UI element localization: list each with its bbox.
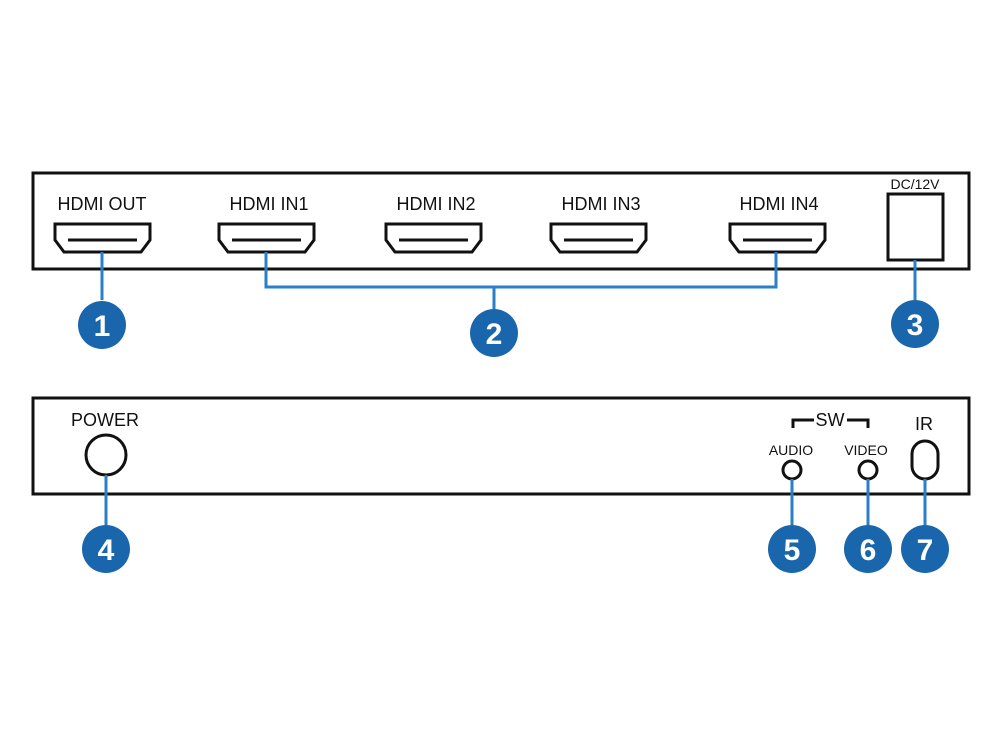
hdmi-in2-label: HDMI IN2 [396,194,475,214]
callout-3-number: 3 [907,309,924,342]
callout-5-number: 5 [784,534,801,567]
callout-2: 2 [470,309,518,357]
hdmi-in2-port [384,222,483,254]
ir-label: IR [915,414,933,434]
hdmi-in3-label: HDMI IN3 [561,194,640,214]
callout-4: 4 [82,525,130,573]
front-panel [31,396,971,496]
callout-1: 1 [78,301,126,349]
rear-panel [31,171,971,271]
power-label: POWER [71,410,139,430]
callout-7-number: 7 [917,534,934,567]
power-button [84,433,128,477]
video-switch [857,459,879,481]
ir-receiver [910,439,940,481]
audio-switch [781,459,803,481]
callout-2-bracket [264,252,778,310]
audio-label: AUDIO [769,442,813,458]
dc-port [886,192,945,262]
callout-6-number: 6 [860,534,877,567]
callout-4-number: 4 [98,534,115,567]
hdmi-out-port [53,222,152,254]
hdmi-in4-port [728,222,827,254]
callout-7: 7 [901,525,949,573]
hdmi-out-label: HDMI OUT [58,194,147,214]
callout-6: 6 [844,525,892,573]
callout-3: 3 [891,300,939,348]
hdmi-in4-label: HDMI IN4 [739,194,818,214]
hdmi-in1-label: HDMI IN1 [229,194,308,214]
hdmi-in1-port [217,222,316,254]
sw-bracket [791,418,870,428]
sw-label: SW [816,410,845,430]
callout-1-number: 1 [94,310,111,343]
hdmi-in3-port [549,222,648,254]
callout-2-number: 2 [486,318,503,351]
callout-5: 5 [768,525,816,573]
video-label: VIDEO [844,442,888,458]
dc-label: DC/12V [890,176,940,192]
